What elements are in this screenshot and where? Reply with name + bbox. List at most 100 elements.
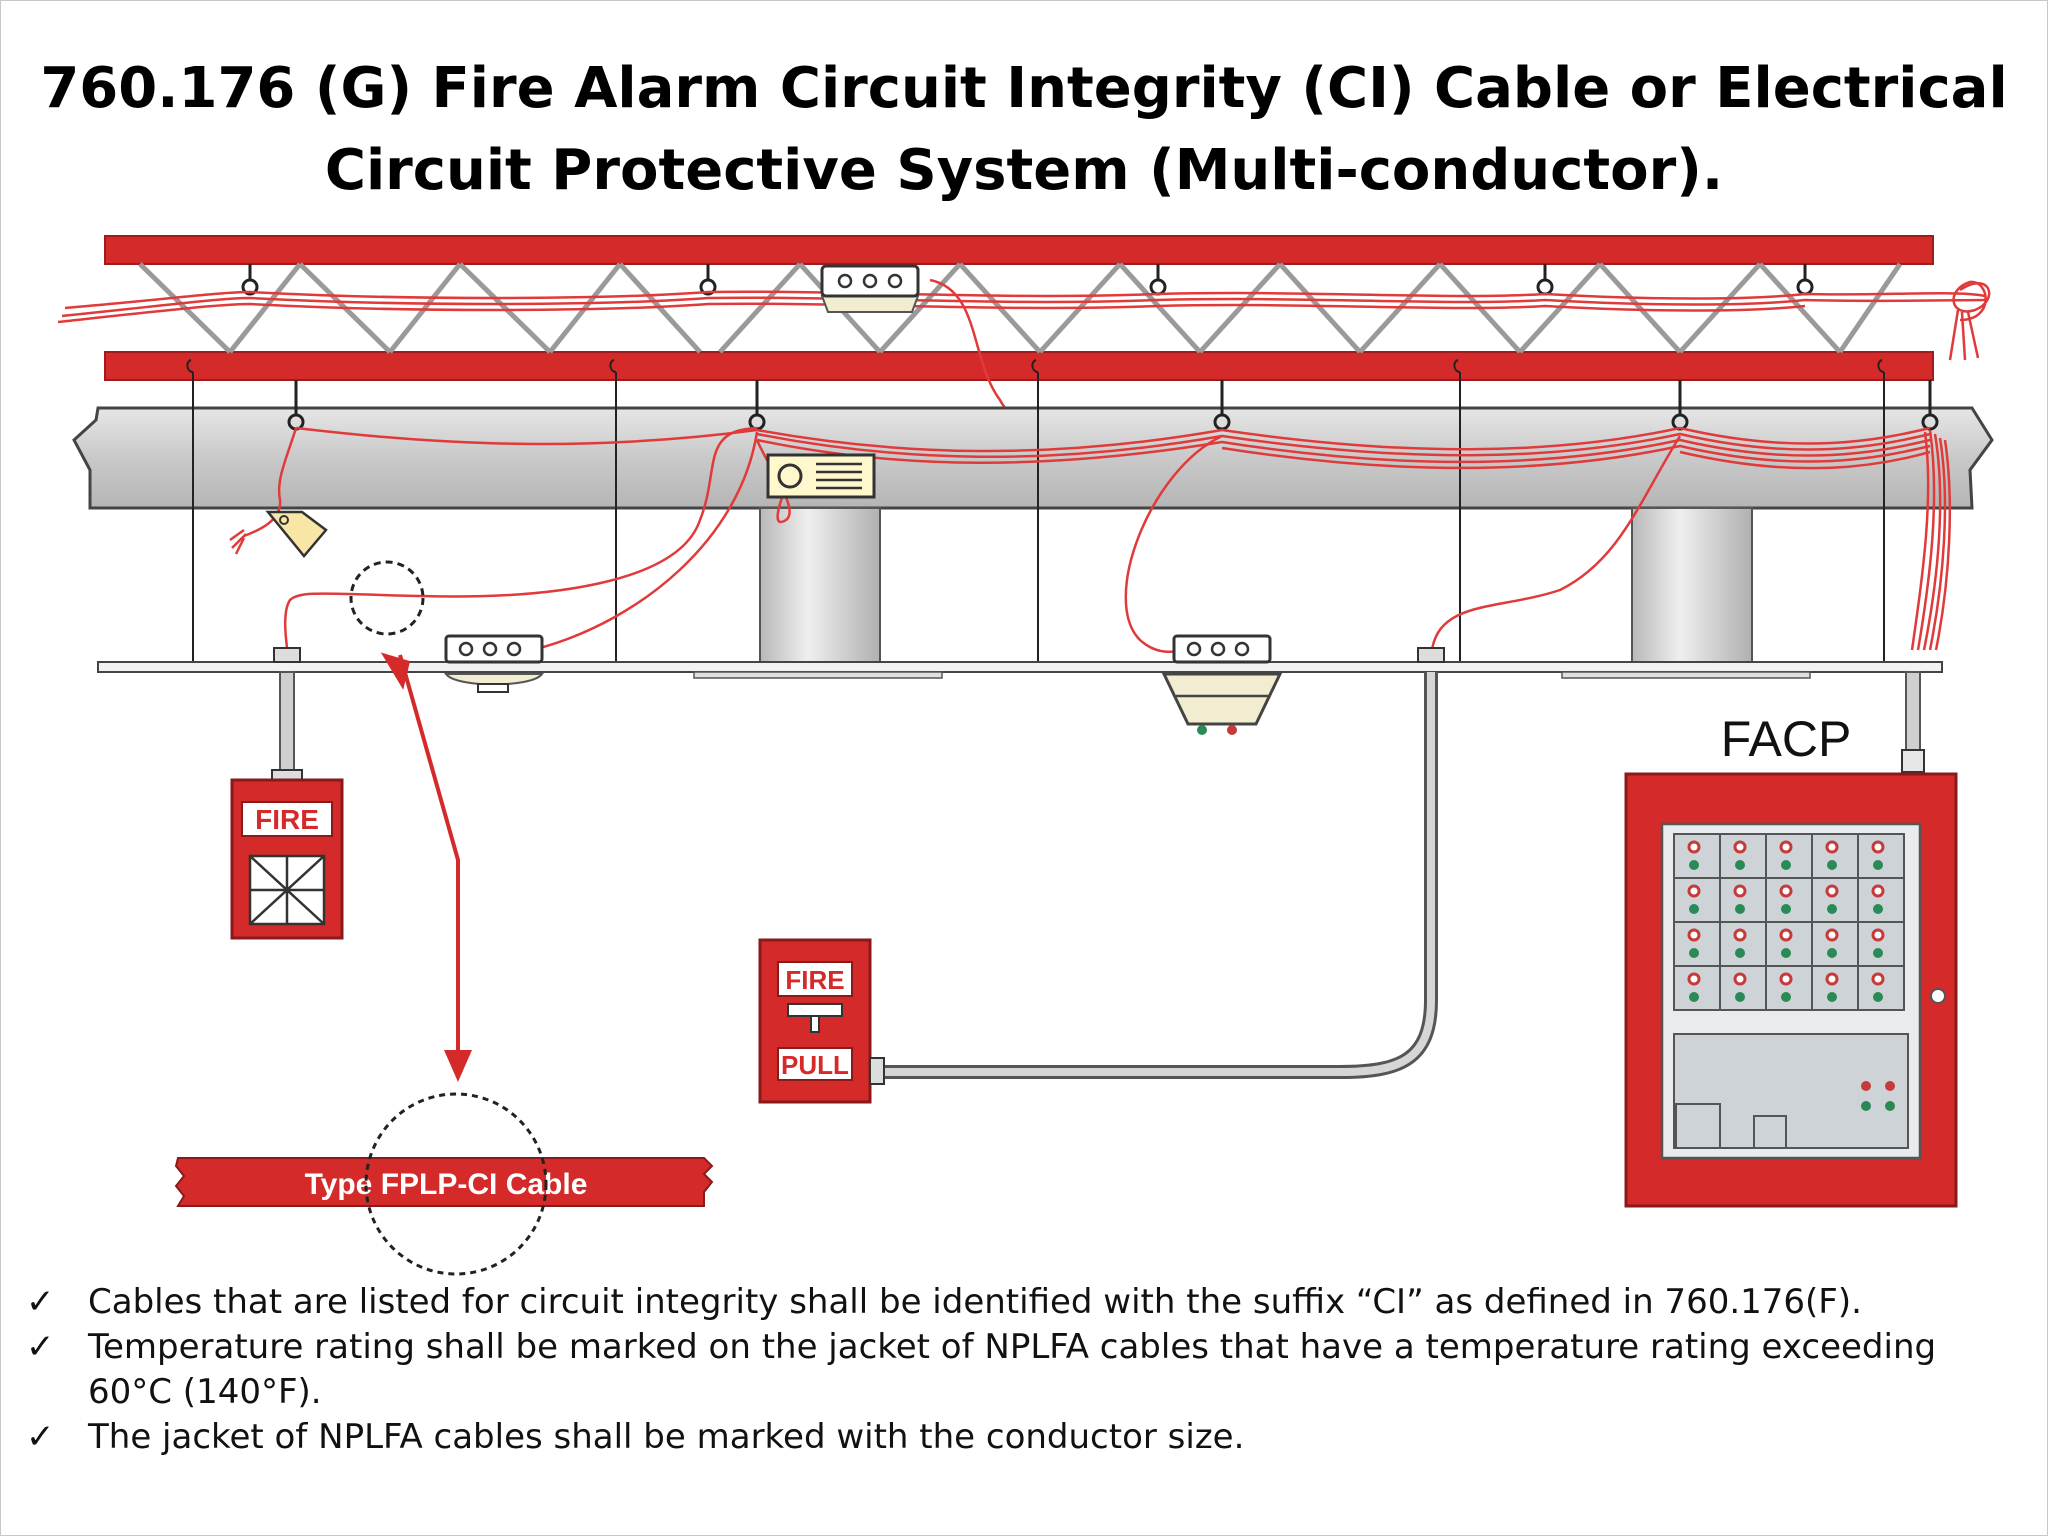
facp-led-green: [1689, 860, 1699, 870]
facp-zone-module: [1857, 877, 1905, 923]
pull-station-fire-label: FIRE: [785, 965, 844, 995]
facp-led-green: [1827, 904, 1837, 914]
facp-led-red: [1871, 928, 1885, 942]
note-item: ✓ Cables that are listed for circuit int…: [22, 1280, 2012, 1325]
magnifier-circle-icon: [349, 560, 425, 636]
facp-led-green: [1873, 948, 1883, 958]
steel-beam: [72, 406, 1994, 665]
facp-zone-module: [1811, 965, 1859, 1011]
facp-led-green: [1781, 860, 1791, 870]
facp-led-red: [1687, 884, 1701, 898]
facp-zone-module: [1811, 877, 1859, 923]
facp-led-red: [1733, 840, 1747, 854]
facp-led-red: [1825, 928, 1839, 942]
facp-led-red: [1779, 840, 1793, 854]
facp-zone-module: [1857, 921, 1905, 967]
facp-led-red: [1825, 840, 1839, 854]
facp-led-green: [1735, 948, 1745, 958]
cable-type-label: Type FPLP-CI Cable: [305, 1168, 588, 1201]
beam-device-icon: [766, 453, 876, 499]
facp-led-green: [1689, 992, 1699, 1002]
facp-led-red: [1733, 972, 1747, 986]
checkmark-icon: ✓: [26, 1327, 55, 1367]
fire-box-label: FIRE: [255, 804, 319, 835]
cable-tag-icon: [265, 510, 328, 558]
note-text: The jacket of NPLFA cables shall be mark…: [88, 1417, 1245, 1457]
upper-smoke-detector-icon: [820, 264, 920, 313]
title-line-2: Circuit Protective System (Multi-conduct…: [324, 138, 1724, 203]
facp-zone-module: [1719, 921, 1767, 967]
facp-led-green: [1781, 948, 1791, 958]
facp-led-red: [1779, 928, 1793, 942]
facp-panel-icon: FACP: [1624, 671, 1958, 1208]
facp-zone-module: [1673, 833, 1721, 879]
facp-led-red: [1687, 972, 1701, 986]
callout-arrow: [380, 652, 472, 1082]
pull-station-pull-label: PULL: [781, 1050, 849, 1080]
facp-zone-module: [1857, 833, 1905, 879]
facp-zone-module: [1719, 877, 1767, 923]
upper-wires: [57, 278, 1991, 436]
facp-modules: [1673, 833, 1905, 1011]
facp-led-green: [1735, 904, 1745, 914]
facp-zone-module: [1673, 921, 1721, 967]
facp-led-red: [1733, 928, 1747, 942]
ceiling-smoke-detector-icon: [444, 634, 544, 693]
facp-zone-module: [1765, 833, 1813, 879]
facp-zone-module: [1765, 965, 1813, 1011]
facp-led-green: [1689, 948, 1699, 958]
facp-led-red: [1733, 884, 1747, 898]
facp-led-red: [1779, 972, 1793, 986]
facp-led-red: [1871, 972, 1885, 986]
facp-led-green: [1735, 992, 1745, 1002]
facp-zone-module: [1811, 833, 1859, 879]
facp-zone-module: [1719, 965, 1767, 1011]
notes-list: ✓ Cables that are listed for circuit int…: [22, 1280, 2012, 1460]
horn-strobe-icon: [1161, 634, 1283, 735]
ceiling-grid: [97, 661, 1943, 679]
facp-zone-module: [1811, 921, 1859, 967]
facp-led-green: [1689, 904, 1699, 914]
facp-led-red: [1871, 840, 1885, 854]
facp-led-green: [1827, 992, 1837, 1002]
facp-zone-module: [1673, 965, 1721, 1011]
pull-station-icon: FIRE PULL: [758, 938, 885, 1104]
fire-bell-icon: FIRE: [230, 778, 344, 940]
facp-led-red: [1825, 972, 1839, 986]
facp-led-green: [1873, 992, 1883, 1002]
facp-zone-module: [1719, 833, 1767, 879]
cable-magnifier-circle: [364, 1092, 548, 1276]
facp-led-green: [1827, 860, 1837, 870]
facp-led-green: [1827, 948, 1837, 958]
facp-led-green: [1873, 860, 1883, 870]
facp-zone-module: [1857, 965, 1905, 1011]
checkmark-icon: ✓: [26, 1282, 55, 1322]
facp-led-green: [1735, 860, 1745, 870]
page-title: 760.176 (G) Fire Alarm Circuit Integrity…: [0, 48, 2048, 212]
facp-led-green: [1781, 904, 1791, 914]
ceiling-wires: [186, 359, 1885, 664]
facp-led-red: [1687, 928, 1701, 942]
facp-zone-module: [1673, 877, 1721, 923]
beam-wires: [229, 426, 1952, 657]
note-item: ✓ The jacket of NPLFA cables shall be ma…: [22, 1415, 2012, 1460]
cable-label-banner: Type FPLP-CI Cable: [174, 1092, 714, 1276]
title-line-1: 760.176 (G) Fire Alarm Circuit Integrity…: [40, 56, 2008, 121]
left-conduit: [271, 647, 303, 781]
facp-led-red: [1779, 884, 1793, 898]
facp-led-red: [1687, 840, 1701, 854]
facp-zone-module: [1765, 921, 1813, 967]
facp-zone-module: [1765, 877, 1813, 923]
checkmark-icon: ✓: [26, 1417, 55, 1457]
conduit: [880, 647, 1445, 1079]
fire-alarm-diagram: FIRE FIRE PULL Type FPLP-CI Cable FACP: [57, 235, 1994, 1276]
facp-led-green: [1781, 992, 1791, 1002]
facp-label: FACP: [1721, 711, 1852, 767]
note-item: ✓ Temperature rating shall be marked on …: [22, 1325, 2012, 1415]
facp-led-red: [1825, 884, 1839, 898]
facp-led-green: [1873, 904, 1883, 914]
note-text: Cables that are listed for circuit integ…: [88, 1282, 1862, 1322]
note-text: Temperature rating shall be marked on th…: [88, 1327, 1937, 1412]
truss: [104, 235, 1934, 381]
facp-led-red: [1871, 884, 1885, 898]
